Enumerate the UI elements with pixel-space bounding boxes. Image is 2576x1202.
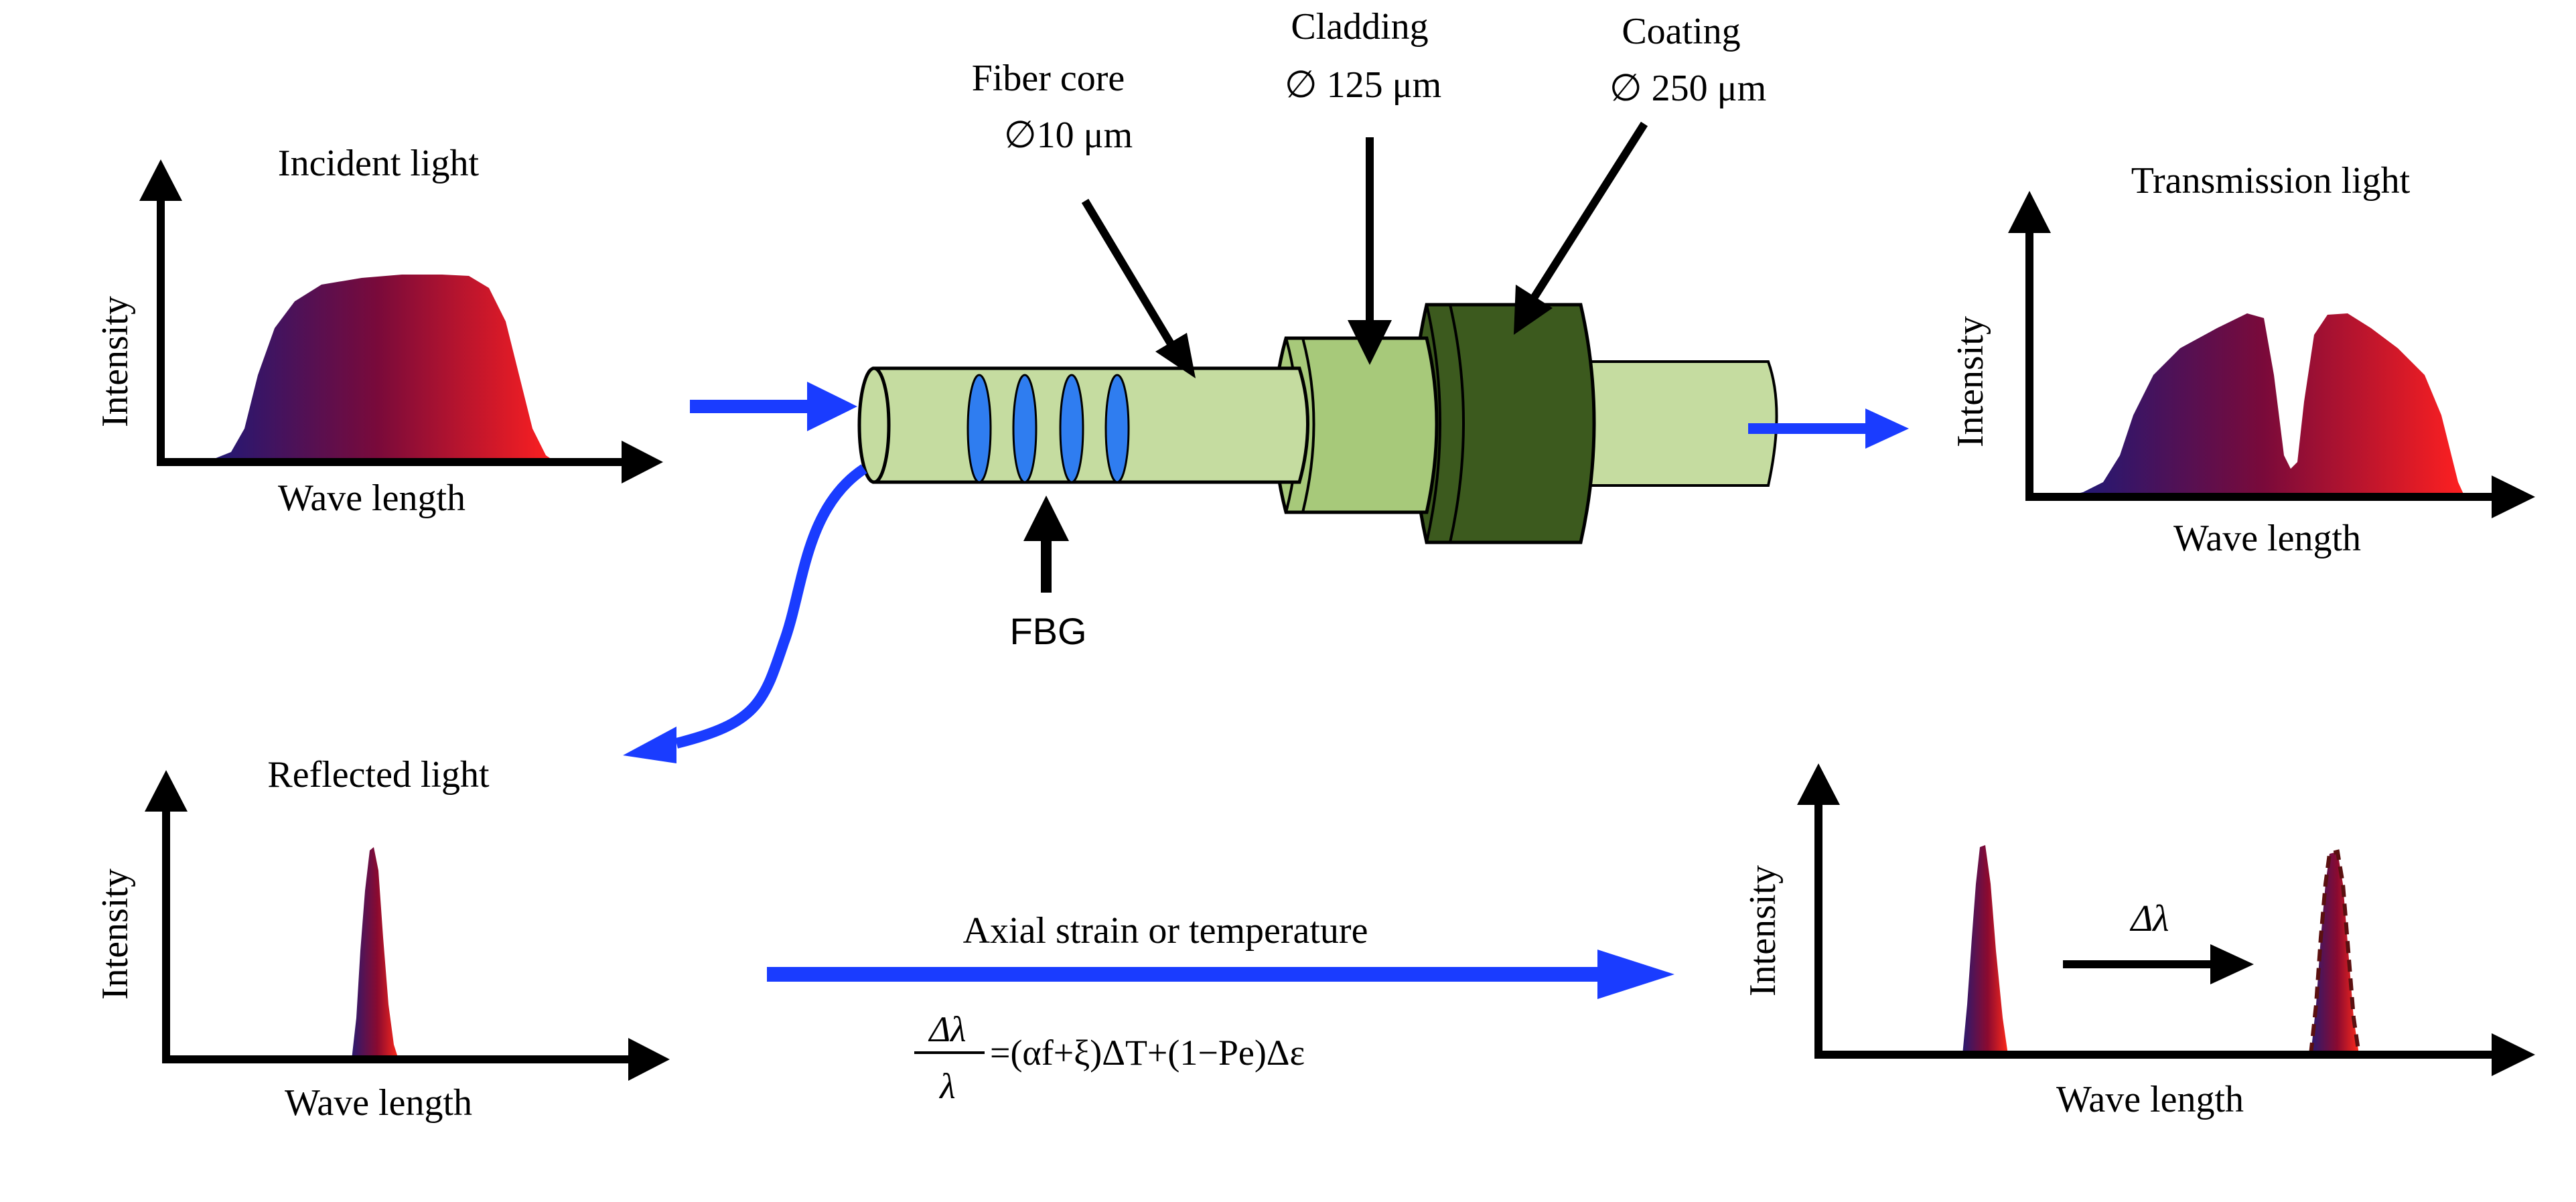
shifted-ylabel: Intensity <box>1742 865 1784 996</box>
formula-rhs: =(αf+ξ)ΔT+(1−Pe)Δε <box>990 1033 1305 1073</box>
transmission-panel: Transmission light Intensity Wave length <box>1950 160 2535 559</box>
incident-y-arrowhead <box>139 159 182 201</box>
shift-arrow <box>2063 944 2254 984</box>
cladding-pointer <box>1348 137 1392 365</box>
strain-label: Axial strain or temperature <box>963 910 1368 952</box>
incident-panel: Incident light Intensity Wave length <box>94 143 663 519</box>
reflected-peak <box>352 847 399 1059</box>
incident-title: Incident light <box>278 143 480 184</box>
transmission-arrow <box>1748 408 1909 449</box>
fiber-core-exit <box>1579 360 1778 487</box>
fiber-core-pointer <box>1081 198 1196 378</box>
reflected-x-arrowhead <box>628 1038 670 1081</box>
coating-label: Coating <box>1622 11 1740 52</box>
incident-arrow <box>690 382 857 431</box>
transmission-y-arrowhead <box>2008 191 2051 233</box>
incident-xlabel: Wave length <box>278 477 466 519</box>
strain-arrow-head <box>1597 950 1674 999</box>
fiber-core-end <box>857 366 891 484</box>
transmission-x-arrowhead <box>2492 475 2535 518</box>
reflected-ylabel: Intensity <box>94 869 136 1000</box>
reflected-title: Reflected light <box>267 754 490 796</box>
shifted-x-arrowhead <box>2492 1033 2535 1076</box>
reflected-arrow <box>623 464 867 763</box>
formula-denominator: λ <box>938 1066 955 1106</box>
transmission-spectrum <box>2063 313 2465 497</box>
shifted-xlabel: Wave length <box>2056 1079 2244 1120</box>
fbg-label: FBG <box>1009 610 1086 652</box>
fiber-core-label: Fiber core <box>972 58 1125 99</box>
fiber-core-size: ∅10 μm <box>1004 115 1133 156</box>
incident-spectrum <box>201 275 556 462</box>
cladding-label: Cladding <box>1291 6 1428 48</box>
fbg-pointer <box>1023 496 1069 593</box>
transmission-xlabel: Wave length <box>2173 518 2361 559</box>
reflected-panel: Reflected light Intensity Wave length <box>94 754 670 1124</box>
shifted-y-arrowhead <box>1797 763 1840 805</box>
transmission-ylabel: Intensity <box>1950 316 1991 447</box>
fbg-gratings <box>967 374 1130 483</box>
reflected-y-arrowhead <box>145 770 188 812</box>
bragg-shift-formula: Δλ λ =(αf+ξ)ΔT+(1−Pe)Δε <box>914 1009 1305 1106</box>
shifted-new-peak <box>2308 849 2362 1057</box>
strain-section: Axial strain or temperature Δλ λ =(αf+ξ)… <box>767 910 1674 1106</box>
shift-label: Δλ <box>2129 898 2169 940</box>
incident-ylabel: Intensity <box>94 296 136 427</box>
shifted-panel: Intensity Wave length Δλ <box>1742 763 2535 1120</box>
fiber-assembly <box>857 303 1778 544</box>
cladding-size: ∅ 125 μm <box>1285 64 1441 106</box>
transmission-title: Transmission light <box>2131 160 2411 202</box>
reflected-xlabel: Wave length <box>285 1082 472 1124</box>
coating-pointer <box>1514 121 1648 335</box>
fiber-core <box>872 366 1309 484</box>
formula-numerator: Δλ <box>928 1009 966 1049</box>
incident-x-arrowhead <box>622 441 663 483</box>
coating-size: ∅ 250 μm <box>1609 68 1766 109</box>
shifted-original-peak <box>1962 845 2008 1055</box>
